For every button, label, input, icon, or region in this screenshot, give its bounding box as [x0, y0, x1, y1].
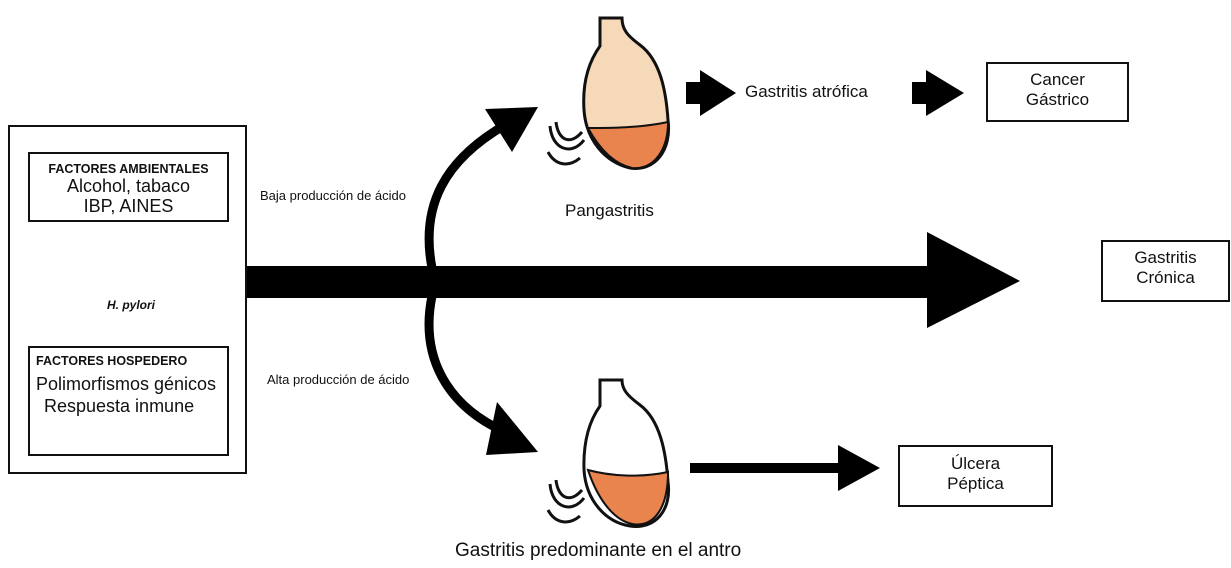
antral-gastritis-caption: Gastritis predominante en el antro	[455, 540, 741, 562]
low-acid-label: Baja producción de ácido	[260, 188, 406, 203]
arrow-to-ulcer	[690, 445, 880, 491]
arrow-to-cancer	[912, 70, 964, 116]
arrow-to-atrophic	[686, 70, 736, 116]
environmental-factors-title: FACTORES AMBIENTALES	[30, 162, 227, 176]
high-acid-label: Alta producción de ácido	[267, 372, 409, 387]
branch-arrow-up	[429, 107, 538, 268]
peptic-ulcer-line2: Péptica	[900, 474, 1051, 494]
main-arrow	[246, 232, 1020, 328]
host-factors-box: FACTORES HOSPEDERO Polimorfismos génicos…	[28, 346, 229, 456]
peptic-ulcer-box: Úlcera Péptica	[898, 445, 1053, 507]
chronic-gastritis-box: Gastritis Crónica	[1101, 240, 1230, 302]
environmental-factors-line2: IBP, AINES	[30, 196, 227, 216]
chronic-gastritis-line1: Gastritis	[1103, 248, 1228, 268]
stomach-antral-icon	[548, 380, 669, 527]
gastric-cancer-line1: Cancer	[988, 70, 1127, 90]
gastric-cancer-box: Cancer Gástrico	[986, 62, 1129, 122]
environmental-factors-box: FACTORES AMBIENTALES Alcohol, tabaco IBP…	[28, 152, 229, 222]
host-factors-line1: Polimorfismos génicos	[36, 374, 227, 394]
host-factors-line2: Respuesta inmune	[36, 396, 227, 416]
environmental-factors-line1: Alcohol, tabaco	[30, 176, 227, 196]
branch-arrow-down	[429, 296, 538, 455]
h-pylori-label: H. pylori	[107, 298, 155, 312]
chronic-gastritis-line2: Crónica	[1103, 268, 1228, 288]
gastric-cancer-line2: Gástrico	[988, 90, 1127, 110]
atrophic-gastritis-label: Gastritis atrófica	[745, 82, 868, 102]
pangastritis-caption: Pangastritis	[565, 201, 654, 221]
peptic-ulcer-line1: Úlcera	[900, 454, 1051, 474]
stomach-pangastritis-icon	[548, 18, 669, 168]
host-factors-title: FACTORES HOSPEDERO	[36, 354, 227, 368]
